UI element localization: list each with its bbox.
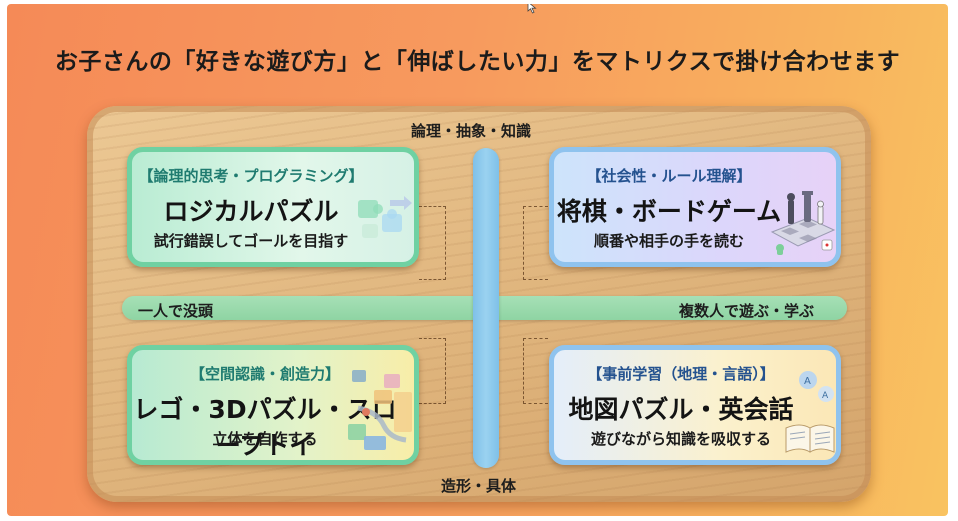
puzzle-pieces-icon: [358, 196, 412, 238]
slide: お子さんの「好きな遊び方」と「伸ばしたい力」をマトリクスで掛け合わせます 論理・…: [7, 4, 948, 516]
connector-top-right: [523, 206, 548, 280]
quadrant-description: 試行錯誤してゴールを目指す: [153, 232, 349, 250]
quadrant-card-map-puzzle-english: 【事前学習（地理・言語）】 地図パズル・英会話 遊びながら知識を吸収する A A: [549, 345, 841, 465]
axis-label-right: 複数人で遊ぶ・学ぶ: [679, 302, 815, 320]
connector-top-left: [419, 206, 446, 280]
quadrant-activity: レゴ・3Dパズル・スロープトイ: [133, 395, 397, 460]
slide-title: お子さんの「好きな遊び方」と「伸ばしたい力」をマトリクスで掛け合わせます: [54, 49, 901, 75]
axis-label-bottom: 造形・具体: [441, 477, 517, 495]
quadrant-description: 立体を自作する: [212, 430, 318, 448]
connector-bottom-right: [523, 338, 548, 404]
quadrant-card-lego-3d-puzzle: 【空間認識・創造力】 レゴ・3Dパズル・スロープトイ 立体を自作する: [127, 345, 419, 465]
quadrant-category: 【論理的思考・プログラミング】: [138, 167, 364, 185]
svg-text:A: A: [822, 391, 829, 401]
quadrant-activity: 地図パズル・英会話: [568, 395, 794, 424]
connector-bottom-left: [419, 338, 446, 404]
book-language-icon: A A: [785, 371, 835, 453]
quadrant-activity: 将棋・ボードゲーム: [556, 197, 782, 226]
quadrant-card-shogi-boardgame: 【社会性・ルール理解】 将棋・ボードゲーム 順番や相手の手を読む: [549, 147, 841, 267]
blocks-slope-icon: [348, 370, 412, 450]
quadrant-activity: ロジカルパズル: [163, 197, 339, 226]
quadrant-category: 【社会性・ルール理解】: [586, 167, 752, 185]
axis-label-left: 一人で没頭: [138, 302, 214, 320]
mouse-cursor-icon: [527, 4, 537, 14]
chess-board-icon: [770, 191, 836, 255]
quadrant-card-logical-puzzle: 【論理的思考・プログラミング】 ロジカルパズル 試行錯誤してゴールを目指す: [127, 147, 419, 267]
quadrant-category: 【事前学習（地理・言語）】: [587, 365, 775, 383]
quadrant-description: 順番や相手の手を読む: [593, 232, 744, 250]
quadrant-category: 【空間認識・創造力】: [189, 365, 340, 383]
quadrant-description: 遊びながら知識を吸収する: [590, 430, 771, 448]
vertical-axis: [473, 148, 499, 468]
svg-text:A: A: [804, 376, 811, 387]
axis-label-top: 論理・抽象・知識: [411, 122, 532, 140]
